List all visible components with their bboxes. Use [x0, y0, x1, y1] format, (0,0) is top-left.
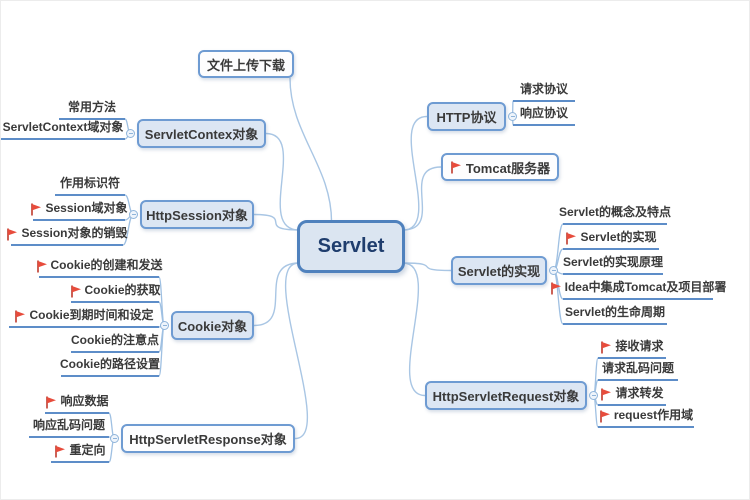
subtopic-label: ServletContext域对象	[2, 120, 124, 134]
subtopic[interactable]: 接收请求	[598, 339, 666, 359]
subtopic[interactable]: 请求协议	[513, 82, 575, 102]
main-topic-httpsession[interactable]: HttpSession对象	[140, 200, 254, 229]
subtopic-label: Cookie到期时间和设定	[29, 308, 154, 322]
subtopic[interactable]: 响应协议	[513, 106, 575, 126]
subtopic-label: Session域对象	[45, 201, 128, 215]
subtopic-label: request作用域	[613, 408, 694, 422]
main-topic-file-upload-download[interactable]: 文件上传下载	[198, 50, 294, 78]
subtopic-label: 请求乱码问题	[601, 361, 674, 375]
subtopic-label: Servlet的实现	[580, 230, 657, 244]
subtopic[interactable]: Cookie的创建和发送	[36, 258, 163, 278]
subtopic-label: Cookie的注意点	[71, 333, 160, 347]
subtopic[interactable]: Servlet的生命周期	[563, 305, 667, 325]
subtopic-label: 请求协议	[519, 82, 568, 96]
flag-icon	[599, 410, 611, 423]
main-topic-httpservletrequest[interactable]: HttpServletRequest对象	[425, 381, 587, 410]
flag-icon	[36, 260, 48, 273]
subtopic[interactable]: Session域对象	[30, 201, 128, 221]
subtopic[interactable]: 重定向	[51, 443, 109, 463]
flag-icon	[550, 282, 562, 295]
subtopic-label: 响应数据	[60, 394, 109, 408]
subtopic-label: Servlet的实现原理	[562, 255, 664, 269]
flag-icon	[565, 232, 577, 245]
main-topic-http-protocol[interactable]: HTTP协议	[427, 102, 506, 131]
subtopic-label: 接收请求	[615, 339, 664, 353]
subtopic-label: Idea中集成Tomcat及项目部署	[564, 280, 727, 294]
subtopic[interactable]: 响应数据	[45, 394, 109, 414]
subtopic-label: Cookie的创建和发送	[50, 258, 163, 272]
subtopic[interactable]: Cookie到期时间和设定	[9, 308, 159, 328]
subtopic-label: Cookie的路径设置	[60, 357, 161, 371]
subtopic[interactable]: Servlet的实现原理	[563, 255, 663, 275]
subtopic[interactable]: 请求转发	[598, 386, 666, 406]
subtopic[interactable]: 响应乱码问题	[29, 418, 109, 438]
subtopic-label: Cookie的获取	[84, 283, 161, 297]
collapse-toggle[interactable]	[129, 210, 138, 219]
flag-icon	[600, 341, 612, 354]
flag-icon	[14, 310, 26, 323]
collapse-toggle[interactable]	[110, 434, 119, 443]
subtopic[interactable]: 请求乱码问题	[598, 361, 678, 381]
central-topic-servlet[interactable]: Servlet	[297, 220, 405, 273]
subtopic-label: Servlet的概念及特点	[558, 205, 672, 219]
subtopic[interactable]: request作用域	[598, 408, 694, 428]
subtopic[interactable]: Servlet的实现	[563, 230, 659, 250]
subtopic-label: 响应协议	[519, 106, 568, 120]
subtopic-label: 响应乱码问题	[32, 418, 105, 432]
flag-icon	[600, 388, 612, 401]
main-topic-servlet-implementation[interactable]: Servlet的实现	[451, 256, 547, 285]
subtopic[interactable]: Cookie的注意点	[71, 333, 159, 353]
subtopic[interactable]: Cookie的路径设置	[60, 357, 161, 377]
subtopic[interactable]: Servlet的概念及特点	[559, 205, 671, 225]
collapse-toggle[interactable]	[589, 391, 598, 400]
subtopic[interactable]: Session对象的销毁	[7, 226, 128, 246]
main-topic-label: Tomcat服务器	[465, 160, 551, 176]
main-topic-httpservletresponse[interactable]: HttpServletResponse对象	[121, 424, 295, 453]
subtopic[interactable]: 作用标识符	[55, 176, 125, 196]
subtopic-label: 请求转发	[615, 386, 664, 400]
flag-icon	[54, 445, 66, 458]
flag-icon	[70, 285, 82, 298]
collapse-toggle[interactable]	[160, 321, 169, 330]
subtopic-label: 常用方法	[67, 100, 116, 114]
flag-icon	[45, 396, 57, 409]
flag-icon	[6, 228, 18, 241]
collapse-toggle[interactable]	[508, 112, 517, 121]
subtopic-label: 作用标识符	[59, 176, 120, 190]
subtopic[interactable]: ServletContext域对象	[1, 120, 125, 140]
subtopic-label: 重定向	[69, 443, 106, 457]
main-topic-cookie[interactable]: Cookie对象	[171, 311, 254, 340]
subtopic[interactable]: Cookie的获取	[70, 283, 161, 303]
subtopic-label: Session对象的销毁	[21, 226, 128, 240]
collapse-toggle[interactable]	[126, 129, 135, 138]
subtopic[interactable]: Idea中集成Tomcat及项目部署	[550, 280, 726, 300]
subtopic-label: Servlet的生命周期	[564, 305, 666, 319]
subtopic[interactable]: 常用方法	[59, 100, 125, 120]
flag-icon	[450, 161, 462, 174]
main-topic-servletcontext[interactable]: ServletContex对象	[137, 119, 266, 148]
main-topic-tomcat[interactable]: Tomcat服务器	[441, 153, 559, 181]
collapse-toggle[interactable]	[549, 266, 558, 275]
flag-icon	[30, 203, 42, 216]
